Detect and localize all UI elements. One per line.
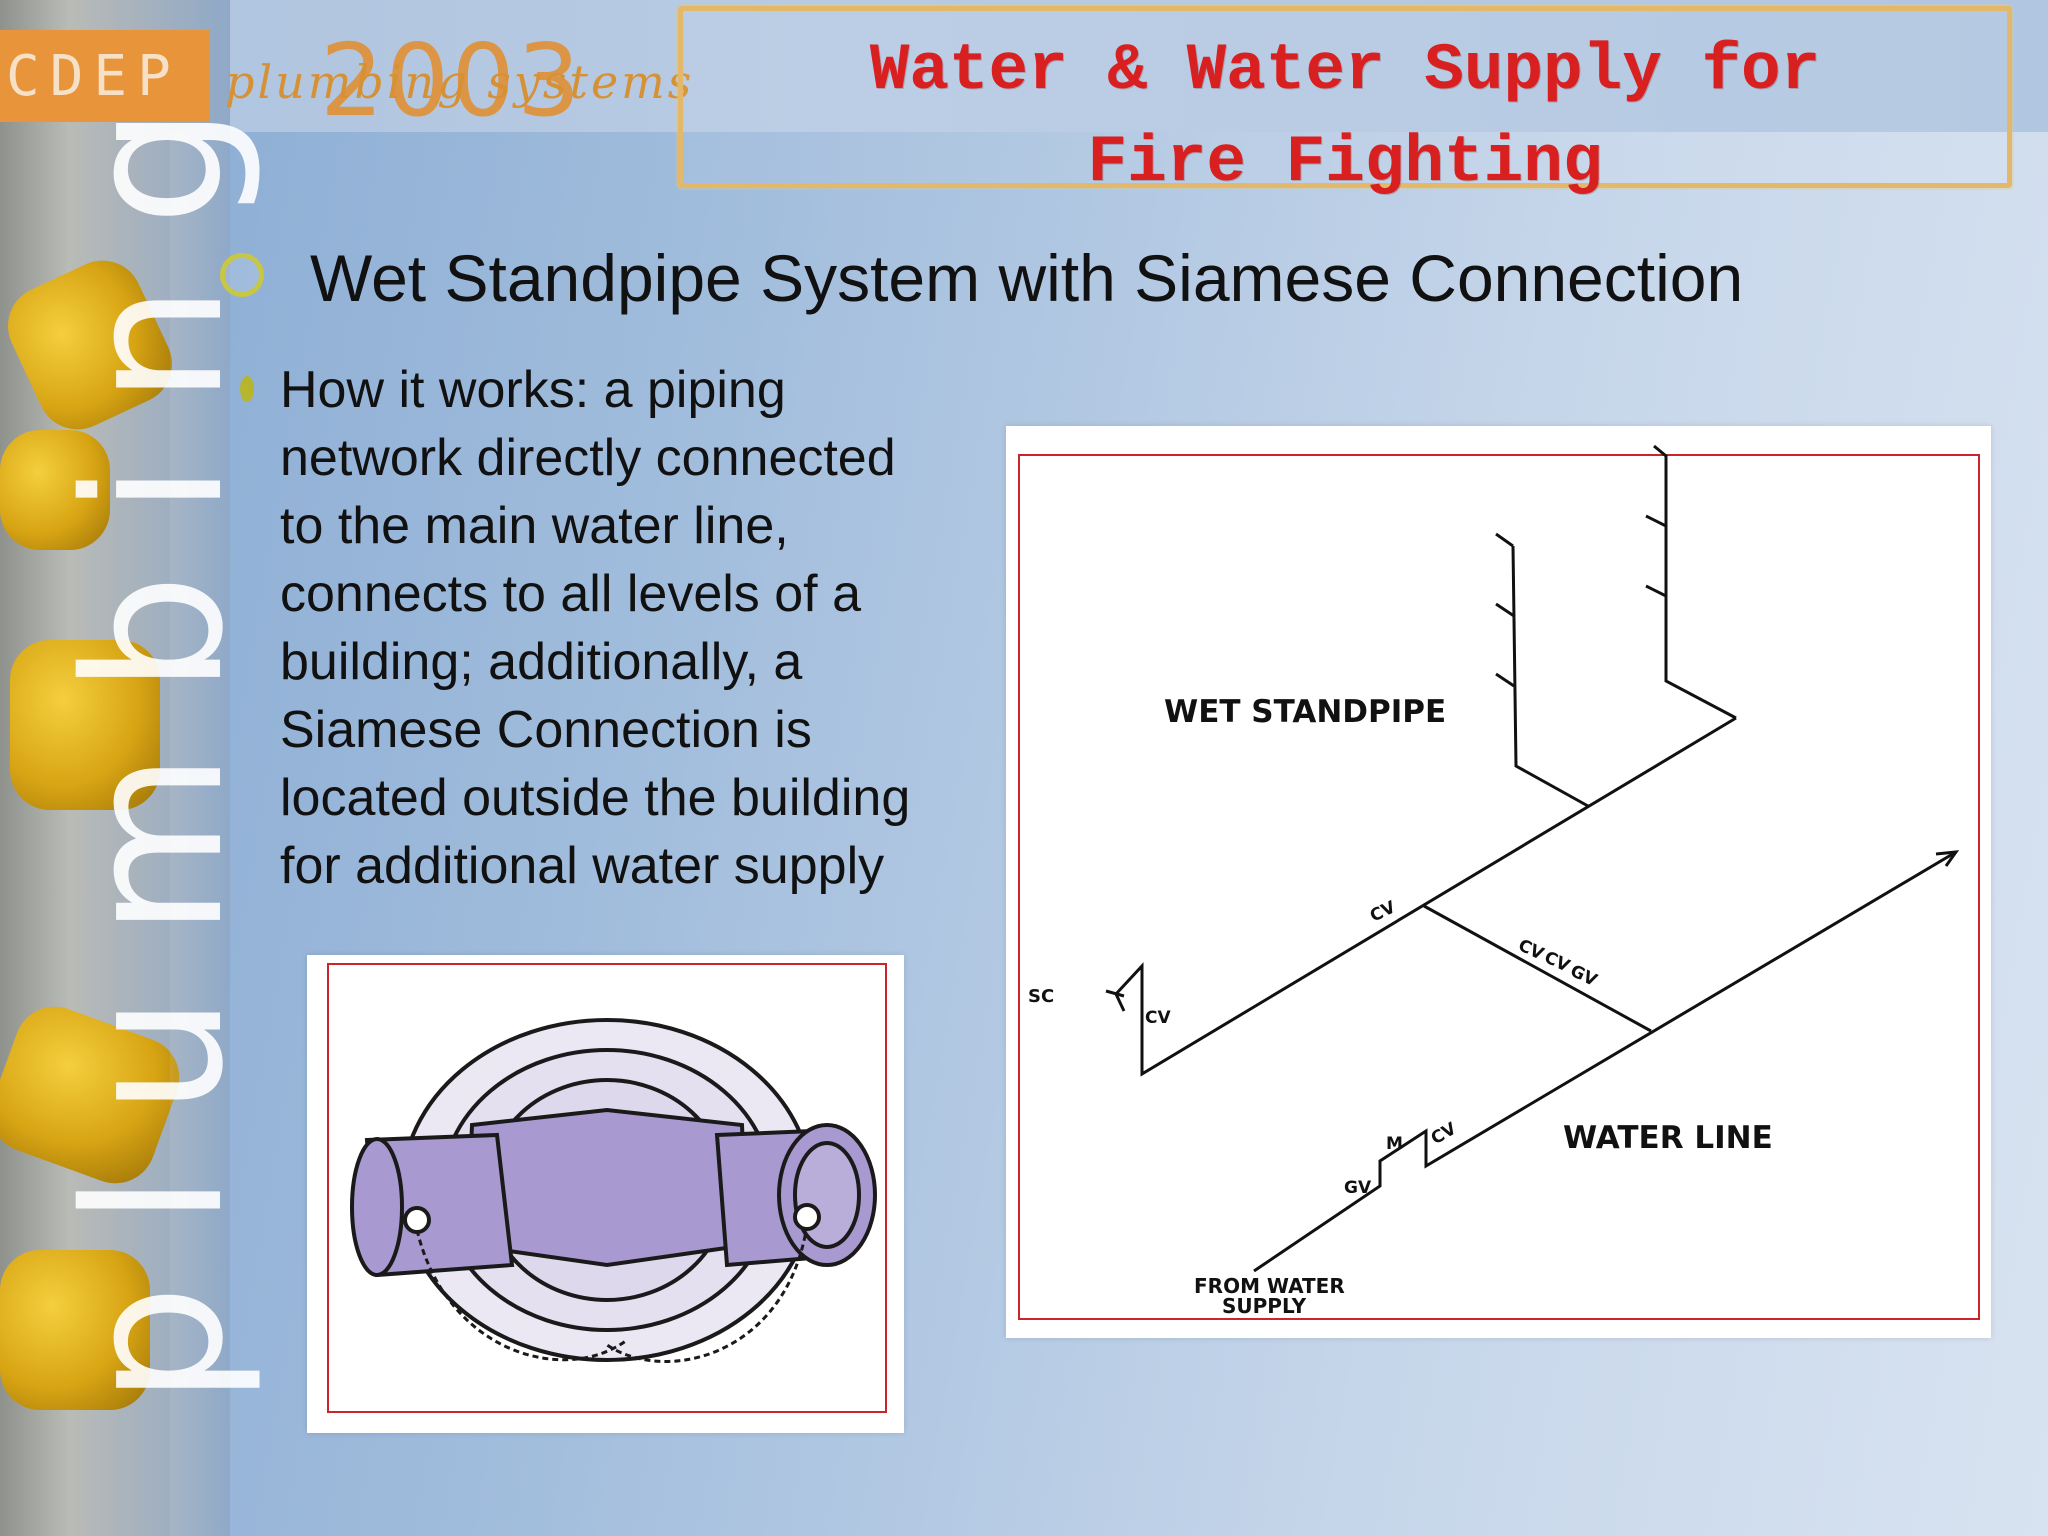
left-strip-fade xyxy=(170,132,230,1536)
standpipe-diagram xyxy=(1105,444,1960,1273)
logo-brand: CDEP xyxy=(0,30,210,122)
title-box: Water & Water Supply for Fire Fighting xyxy=(678,6,2012,200)
diagram-frame xyxy=(1018,454,1980,1320)
siamese-connection-illustration xyxy=(350,1018,877,1363)
slide-heading: Wet Standpipe System with Siamese Connec… xyxy=(310,241,1744,315)
body-line: Siamese Connection is xyxy=(280,701,812,759)
body-line: to the main water line, xyxy=(280,497,789,555)
body-line: How it works: a piping xyxy=(280,361,786,419)
label-m: M xyxy=(1386,1134,1403,1154)
slide-title: Water & Water Supply for Fire Fighting xyxy=(683,25,2007,209)
logo-year: 2003 xyxy=(320,22,583,139)
title-line-1: Water & Water Supply for xyxy=(869,33,1821,108)
label-cv: CV xyxy=(1145,1008,1171,1028)
left-decor-strip xyxy=(0,0,230,1536)
logo-script: plumbing systems xyxy=(225,55,695,109)
body-line: for additional water supply xyxy=(280,837,885,895)
title-line-2: Fire Fighting xyxy=(1087,125,1603,200)
bullet-ring-icon xyxy=(220,253,264,297)
label-gv: GV xyxy=(1344,1178,1372,1198)
siamese-connection-panel xyxy=(307,955,904,1433)
pipe-fitting-image xyxy=(10,640,160,810)
body-line: building; additionally, a xyxy=(280,633,803,691)
side-banner-word: plumbing xyxy=(44,47,265,1405)
siamese-panel-frame xyxy=(327,963,887,1413)
body-paragraph: How it works: a piping network directly … xyxy=(280,356,1000,900)
pipe-fitting-image xyxy=(0,1250,150,1410)
body-line: located outside the building xyxy=(280,769,911,827)
label-from-water: FROM WATER xyxy=(1194,1274,1345,1298)
pipe-fitting-image xyxy=(0,430,110,550)
label-wet-standpipe: WET STANDPIPE xyxy=(1164,694,1447,730)
top-band xyxy=(0,0,2048,132)
body-line: connects to all levels of a xyxy=(280,565,861,623)
label-sc: SC xyxy=(1028,986,1055,1007)
standpipe-diagram-panel: WET STANDPIPE WATER LINE FROM WATER SUPP… xyxy=(1006,426,1991,1338)
label-supply: SUPPLY xyxy=(1222,1294,1307,1318)
label-water-line: WATER LINE xyxy=(1563,1120,1773,1156)
sub-bullet-icon xyxy=(240,376,254,402)
body-line: network directly connected xyxy=(280,429,896,487)
